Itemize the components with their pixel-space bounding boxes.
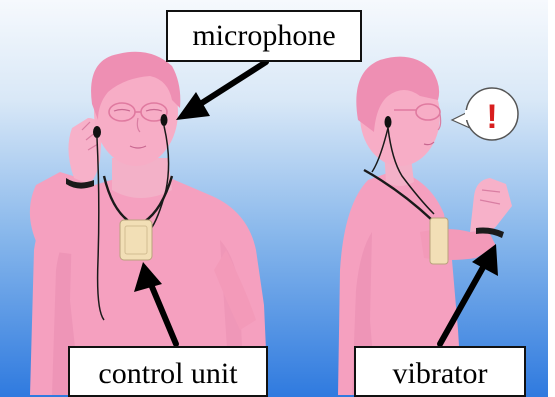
microphone-label: microphone (166, 10, 362, 62)
left-earphone-right (161, 114, 168, 126)
vibrator-label: vibrator (354, 346, 526, 397)
right-control-unit-device (430, 218, 448, 264)
speech-bubble-join (465, 110, 473, 120)
right-earphone (385, 116, 392, 128)
left-earphone-left (93, 126, 101, 138)
right-margin (548, 0, 555, 397)
exclamation-mark: ! (486, 98, 497, 136)
control-unit-label: control unit (68, 346, 268, 397)
